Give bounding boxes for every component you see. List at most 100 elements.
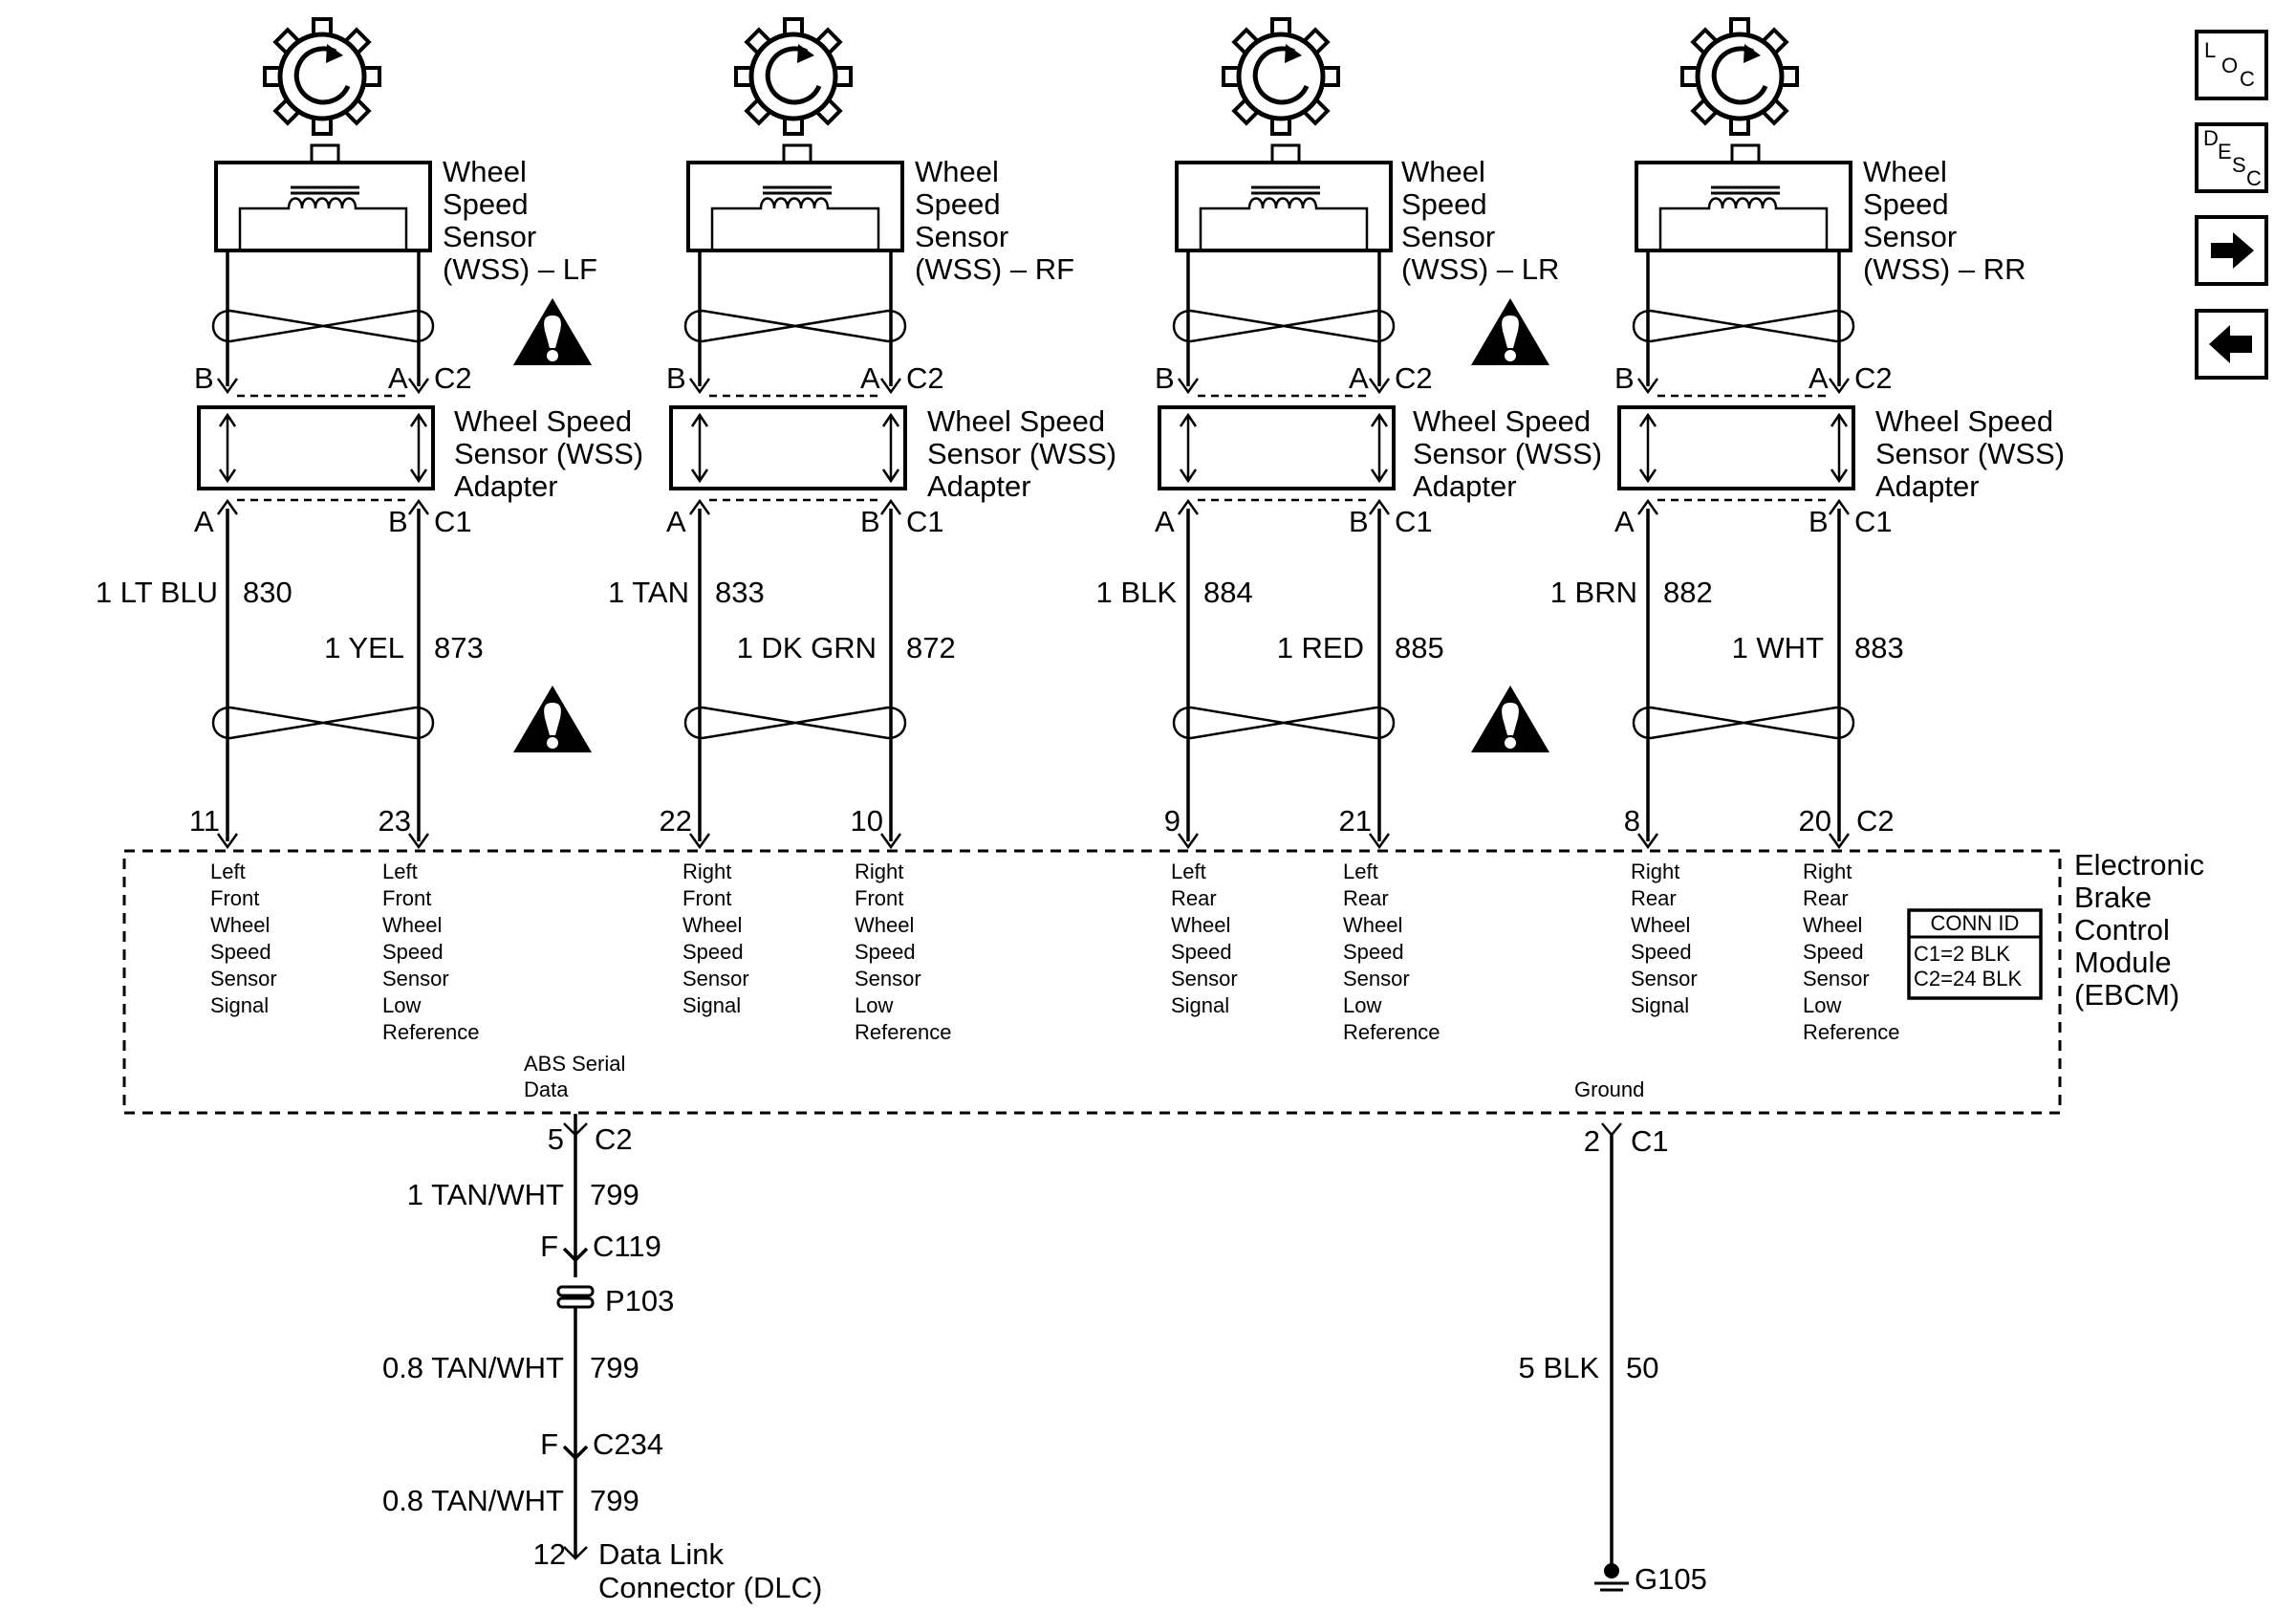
adapter-arrow-down (218, 468, 237, 484)
ebcm-reference-text: Reference (855, 1020, 952, 1044)
abs-serial-data-text: Data (524, 1078, 569, 1101)
ebcm-pin-reference: 23 (379, 804, 411, 838)
twisted-pair-symbol (1172, 706, 1396, 740)
ebcm-pin-signal: 22 (660, 804, 692, 838)
ebcm-ground-text: Ground (1574, 1078, 1644, 1101)
c2-connector-label: C2 (1395, 361, 1433, 395)
c234-pin: F (540, 1427, 558, 1461)
ebcm-pin-sig (1636, 833, 1659, 850)
abs-serial-data-text: ABS Serial (524, 1052, 625, 1076)
adapter-arrow-up (881, 412, 900, 427)
ebcm-reference-text: Reference (1343, 1020, 1440, 1044)
sensor-name-line: Speed (1863, 187, 1949, 221)
ebcm-signal-text: Left (210, 860, 246, 883)
desc-button[interactable]: D E S C (2195, 122, 2268, 193)
arrow-right-icon (2211, 232, 2254, 269)
connector-c2-left (216, 378, 239, 395)
connector-c1-right (879, 498, 902, 515)
adapter-name-line: Wheel Speed (1413, 404, 1591, 438)
connector-c2-right (407, 378, 430, 395)
ebcm-pin-sig (1177, 833, 1200, 850)
sensor-column-1 (197, 19, 592, 850)
c2-connector-label: C2 (1854, 361, 1893, 395)
ebcm-pin-signal: 11 (189, 804, 220, 838)
ebcm-signal-text: Front (210, 886, 259, 910)
serial-data-circuit (556, 1114, 595, 1560)
sensor-column-4 (1617, 19, 1855, 850)
sensor-name-line: Sensor (443, 220, 536, 253)
adapter-arrow-down (690, 468, 709, 484)
adapter-name-line: Wheel Speed (927, 404, 1105, 438)
sensor-name-line: Wheel (1863, 155, 1947, 188)
c1-pin-right: B (388, 505, 408, 538)
ebcm-reference-text: Low (382, 993, 421, 1017)
wheel-speed-sensor-body (1175, 161, 1393, 252)
sensor-name-line: (WSS) – LR (1401, 252, 1559, 286)
adapter-arrow-up (1638, 412, 1657, 427)
signal-circuit-number: 882 (1663, 576, 1713, 609)
ebcm-name-line: Brake (2074, 881, 2152, 914)
ebcm-signal-text: Wheel (210, 913, 270, 937)
ebcm-pin-signal: 9 (1164, 804, 1180, 838)
connector-c1-left (1636, 498, 1659, 515)
ebcm-reference-text: Sensor (1343, 967, 1410, 991)
twisted-pair-symbol (211, 309, 435, 343)
conn-id-c2: C2=24 BLK (1914, 967, 2022, 991)
c2-connector-label: C2 (906, 361, 944, 395)
serial-wire3-gauge: 0.8 TAN/WHT (382, 1484, 564, 1517)
connector-c1-right (1368, 498, 1391, 515)
loc-letter-o: O (2221, 54, 2238, 77)
sensor-column-3 (1158, 19, 1549, 850)
loc-button[interactable]: L O C (2195, 30, 2268, 100)
ebcm-reference-text: Rear (1343, 886, 1389, 910)
c2-connector-label: C2 (434, 361, 472, 395)
c2-pin-right: A (1809, 361, 1829, 395)
ebcm-reference-text: Low (855, 993, 893, 1017)
ebcm-reference-text: Wheel (1343, 913, 1402, 937)
c1-pin-left: A (194, 505, 214, 538)
wss-adapter-body (669, 405, 907, 490)
ebcm-reference-text: Rear (1803, 886, 1849, 910)
ebcm-signal-text: Sensor (1631, 967, 1698, 991)
next-page-button[interactable] (2195, 215, 2268, 286)
dlc-pin-number: 12 (533, 1537, 566, 1571)
ebcm-reference-text: Sensor (855, 967, 921, 991)
ebcm-pin-reference: 20 (1799, 804, 1831, 838)
wss-adapter-body (1617, 405, 1855, 490)
sensor-column-2 (669, 19, 907, 850)
ebcm-signal-text: Rear (1171, 886, 1217, 910)
reference-circuit-number: 873 (434, 631, 484, 664)
splice-p103-label: P103 (605, 1284, 674, 1317)
sensor-name-line: Wheel (915, 155, 999, 188)
ebcm-signal-text: Wheel (1171, 913, 1230, 937)
sensor-name-line: Wheel (1401, 155, 1485, 188)
sensor-name-line: Speed (1401, 187, 1487, 221)
tone-wheel-icon (265, 19, 379, 134)
conn-id-c1: C1=2 BLK (1914, 942, 2010, 966)
c1-pin-right: B (1349, 505, 1369, 538)
reference-circuit-number: 885 (1395, 631, 1444, 664)
connector-c1-left (688, 498, 711, 515)
ebcm-reference-text: Wheel (1803, 913, 1862, 937)
ebcm-signal-text: Sensor (1171, 967, 1238, 991)
adapter-name-line: Wheel Speed (454, 404, 632, 438)
ebcm-pin-ref (1368, 833, 1391, 850)
adapter-name-line: Adapter (454, 469, 558, 503)
connector-c1-right (407, 498, 430, 515)
ebcm-signal-text: Right (682, 860, 731, 883)
adapter-arrow-down (1179, 468, 1198, 484)
sensor-name-line: Speed (443, 187, 529, 221)
desc-letter-d: D (2203, 126, 2219, 150)
sensor-name-line: Wheel (443, 155, 527, 188)
ebcm-signal-text: Signal (1631, 993, 1689, 1017)
adapter-name-line: Adapter (1875, 469, 1980, 503)
connector-c2-left (688, 378, 711, 395)
reference-wire-gauge-color: 1 YEL (324, 631, 404, 664)
previous-page-button[interactable] (2195, 309, 2268, 380)
serial-wire3-circuit: 799 (590, 1484, 639, 1517)
ebcm-reference-text: Sensor (382, 967, 449, 991)
ebcm-name-line: (EBCM) (2074, 978, 2179, 1012)
c2-pin-right: A (388, 361, 408, 395)
sensor-tip (1730, 143, 1761, 164)
